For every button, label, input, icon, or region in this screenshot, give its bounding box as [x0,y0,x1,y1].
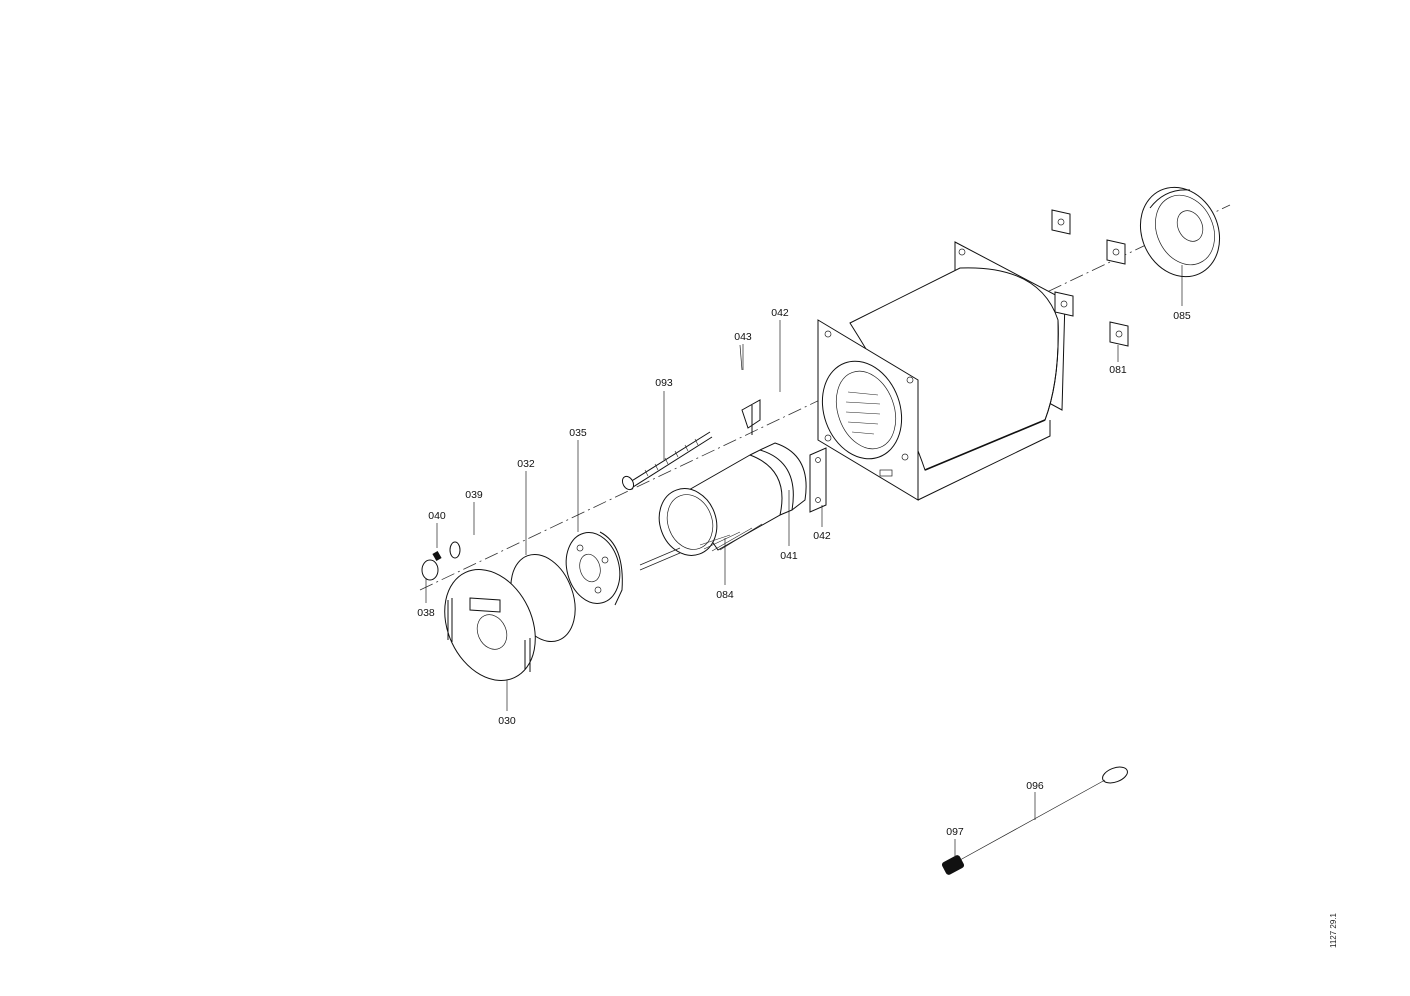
label-093: 093 [655,377,673,389]
end-plate-030 [444,569,536,681]
label-081: 081 [1109,364,1127,376]
clips-042 [739,344,827,513]
housing [817,241,1066,501]
flange-disc-035 [565,531,623,606]
small-parts [421,541,461,581]
label-040: 040 [428,510,446,522]
part-labels: 030 032 035 038 039 040 041 042 042 043 … [417,307,1191,838]
drawing-code: 1127 29.1 [1329,912,1338,948]
label-030: 030 [498,715,516,727]
label-038: 038 [417,607,435,619]
sleeve-084 [639,442,807,571]
threaded-rod-093 [621,431,713,491]
square-gaskets [1051,209,1129,347]
leader-lines [425,265,1183,858]
label-097: 097 [946,826,964,838]
label-035: 035 [569,427,587,439]
label-085: 085 [1173,310,1191,322]
label-039: 039 [465,489,483,501]
cable-096 [941,766,1128,875]
center-line [419,204,1231,591]
label-084: 084 [716,589,734,601]
end-cap-085 [1139,186,1221,278]
label-042-top: 042 [771,307,789,319]
label-032: 032 [517,458,535,470]
label-041: 041 [780,550,798,562]
label-096: 096 [1026,780,1044,792]
label-043: 043 [734,331,752,343]
label-042-bottom: 042 [813,530,831,542]
